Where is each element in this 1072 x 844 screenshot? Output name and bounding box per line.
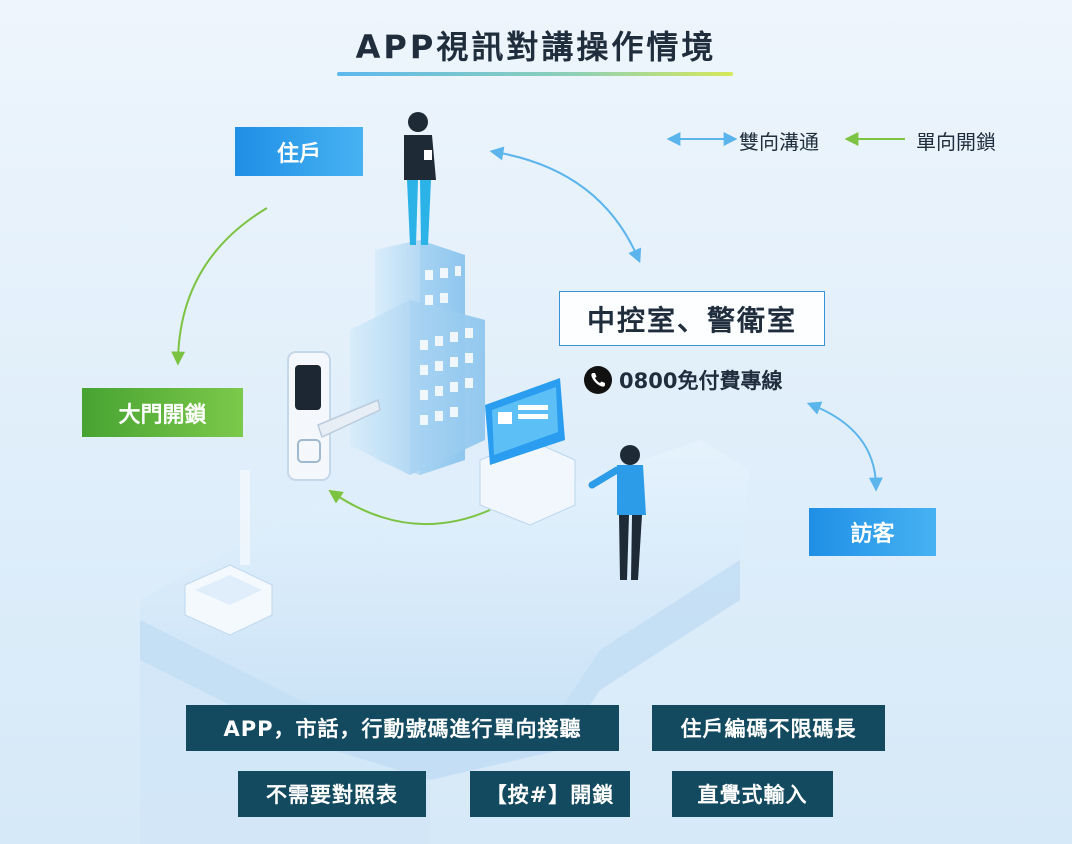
legend-two-way-label: 雙向溝通 [739, 130, 819, 154]
legend-one-way-label: 單向開鎖 [916, 130, 996, 154]
control-room-label: 中控室、警衛室 [559, 291, 825, 346]
feature-intuitive-input: 直覺式輸入 [672, 771, 833, 817]
base-stack [184, 470, 273, 636]
hotline-text: 0800免付費專線 [619, 369, 783, 393]
hotline: 0800免付費專線 [583, 364, 782, 396]
visitor-figure [588, 445, 646, 580]
visitor-label: 訪客 [809, 508, 936, 556]
feature-one-way-answer: APP，市話，行動號碼進行單向接聽 [186, 705, 619, 751]
phone-icon [584, 366, 612, 394]
two-way-arrow-control-visitor [806, 401, 883, 492]
building [350, 240, 485, 475]
gate-unlock-label: 大門開鎖 [82, 388, 243, 437]
one-way-arrow-kiosk-lock [328, 489, 491, 526]
one-way-arrow-resident-gate [171, 207, 268, 366]
door-lock [287, 351, 381, 481]
feature-press-hash-unlock: 【按#】開鎖 [470, 771, 630, 817]
resident-label: 住戶 [235, 127, 363, 176]
page-title: APP視訊對講操作情境 [355, 28, 717, 66]
intercom-kiosk [479, 378, 576, 526]
title-underline [337, 72, 733, 76]
feature-no-lookup-table: 不需要對照表 [238, 771, 426, 817]
feature-resident-code: 住戶編碼不限碼長 [652, 705, 885, 751]
two-way-arrow-resident-control [489, 146, 642, 264]
floor-platform [140, 440, 750, 844]
resident-figure [404, 112, 436, 245]
